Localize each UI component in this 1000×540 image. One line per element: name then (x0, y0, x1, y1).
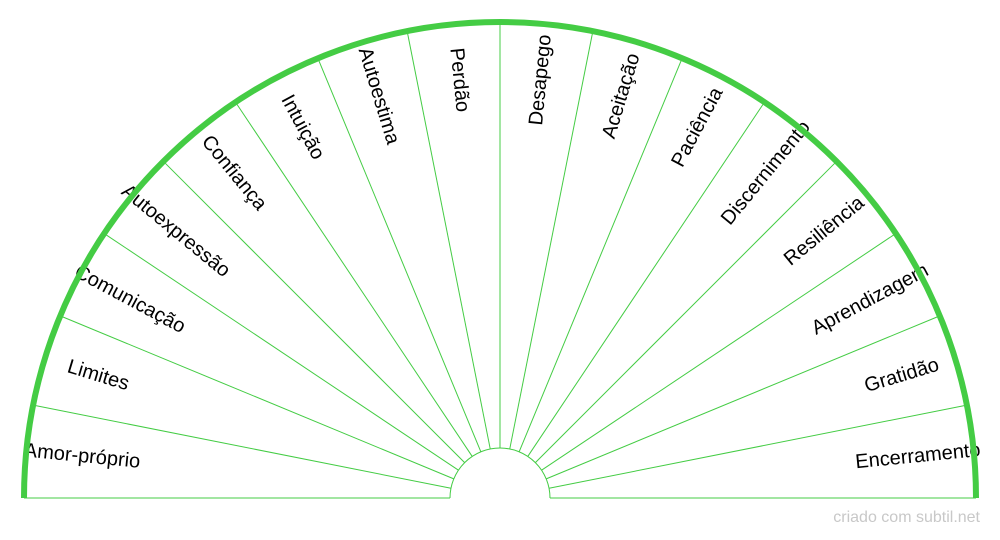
section-label: Gratidão (862, 354, 942, 397)
section-label: Discernimento (717, 116, 815, 229)
section-divider (509, 33, 593, 450)
section-divider (164, 162, 465, 463)
section-label: Resiliência (780, 191, 869, 270)
section-label: Confiança (197, 131, 272, 215)
section-label: Comunicação (71, 261, 189, 338)
section-divider (535, 162, 836, 463)
section-divider (61, 316, 454, 480)
section-divider (407, 33, 491, 450)
outer-arc (21, 19, 979, 499)
section-label: Encerramento (854, 439, 981, 473)
section-divider (318, 59, 482, 452)
footer-credit: criado com subtil.net (833, 509, 980, 526)
section-label: Aprendizagem (808, 259, 932, 339)
inner-hub-arc (449, 447, 551, 499)
section-dividers (35, 24, 965, 489)
section-label: Perdão (445, 47, 473, 113)
section-label: Limites (65, 356, 132, 395)
section-divider (541, 234, 895, 471)
section-divider (105, 234, 459, 471)
section-label: Amor-próprio (23, 439, 141, 472)
section-label: Intuição (276, 91, 328, 163)
section-divider (35, 405, 452, 489)
section-label: Desapego (525, 33, 556, 126)
section-divider (548, 405, 965, 489)
section-label: Aceitação (598, 51, 645, 141)
section-label: Paciência (667, 83, 728, 171)
section-divider (546, 316, 939, 480)
section-labels: Amor-próprioLimitesComunicaçãoAutoexpres… (23, 33, 982, 473)
section-divider (518, 59, 682, 452)
section-label: Autoestima (354, 45, 404, 148)
section-divider (527, 103, 764, 457)
section-divider (236, 103, 473, 457)
